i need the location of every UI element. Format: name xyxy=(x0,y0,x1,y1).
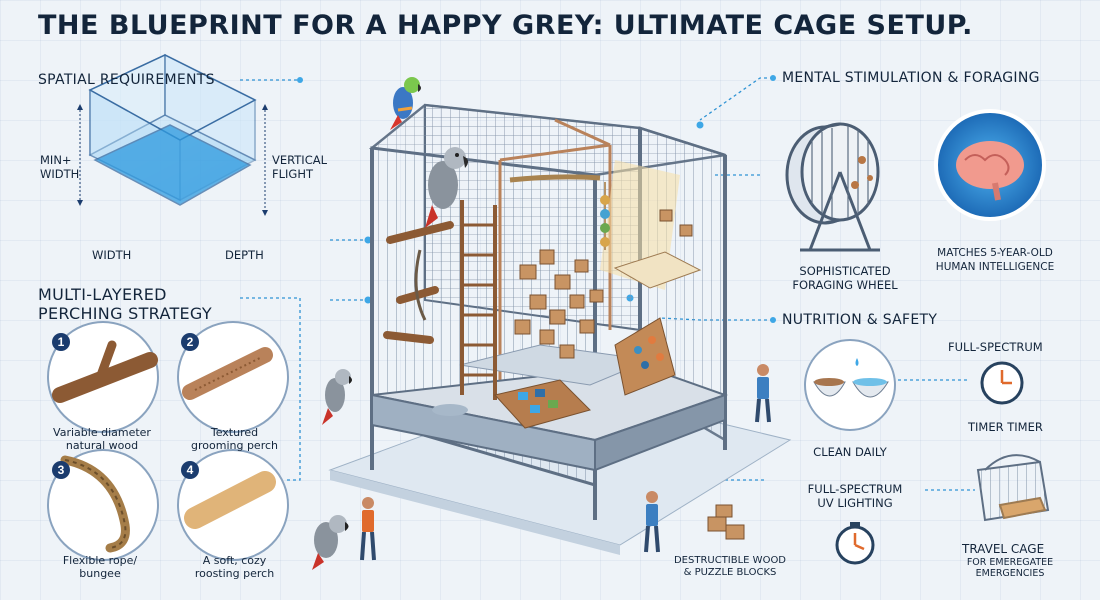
travel-cage-label: TRAVEL CAGE xyxy=(962,542,1045,556)
colorful-parrot xyxy=(390,77,421,130)
clean-daily-label: CLEAN DAILY xyxy=(813,445,887,459)
timer-icon xyxy=(980,361,1024,405)
perch-number-2: 2 xyxy=(181,333,199,351)
person-bottom-left xyxy=(360,497,376,561)
wood-blocks-icon xyxy=(707,504,745,540)
person-right xyxy=(755,364,771,423)
grey-parrot-left xyxy=(322,369,352,425)
nutrition-heading: NUTRITION & SAFETY xyxy=(782,312,938,328)
perch-number-3: 3 xyxy=(52,461,70,479)
cage-body xyxy=(368,103,729,520)
perch-number-4: 4 xyxy=(181,461,199,479)
person-center xyxy=(644,491,660,553)
spatial-heading: SPATIAL REQUIREMENTS xyxy=(38,72,215,88)
perch-caption-4: A soft, cozy roosting perch xyxy=(194,554,275,580)
perch-caption-1: Variable diameter natural wood xyxy=(53,426,151,452)
mental-heading: MENTAL STIMULATION & FORAGING xyxy=(782,70,1040,86)
uv-lighting-label: FULL-SPECTRUM UV LIGHTING xyxy=(807,482,903,510)
travel-cage-icon xyxy=(976,454,1050,522)
width-label: WIDTH xyxy=(92,248,132,262)
perch-number-1: 1 xyxy=(52,333,70,351)
wood-blocks-label: DESTRUCTIBLE WOOD & PUZZLE BLOCKS xyxy=(673,555,787,578)
perching-heading: MULTI-LAYERED PERCHING STRATEGY xyxy=(38,285,212,323)
depth-label: DEPTH xyxy=(225,248,264,262)
stopwatch-icon xyxy=(835,522,875,565)
bowls-icon xyxy=(804,339,896,431)
vertical-flight-label: VERTICAL FLIGHT xyxy=(272,153,328,181)
intelligence-label: MATCHES 5-YEAR-OLD HUMAN INTELLIGENCE xyxy=(935,247,1055,273)
perch-caption-2: Textured grooming perch xyxy=(191,426,278,452)
parrot-in-cage xyxy=(425,147,469,228)
min-width-label: MIN+ WIDTH xyxy=(40,153,80,181)
grey-parrot-bottom xyxy=(312,515,349,570)
full-spectrum-label: FULL-SPECTRUM xyxy=(948,340,1043,354)
perch-caption-3: Flexible rope/ bungee xyxy=(62,554,138,580)
perch-icons xyxy=(47,321,289,561)
timer-label: TIMER TIMER xyxy=(968,420,1043,434)
spatial-cube xyxy=(88,53,257,206)
page-title: THE BLUEPRINT FOR A HAPPY GREY: ULTIMATE… xyxy=(38,10,973,41)
foraging-wheel xyxy=(785,122,880,252)
foraging-wheel-label: SOPHISTICATED FORAGING WHEEL xyxy=(792,264,898,292)
travel-cage-sub: FOR EMEREGATEE EMERGENCIES xyxy=(966,557,1054,579)
brain-badge xyxy=(934,109,1046,221)
